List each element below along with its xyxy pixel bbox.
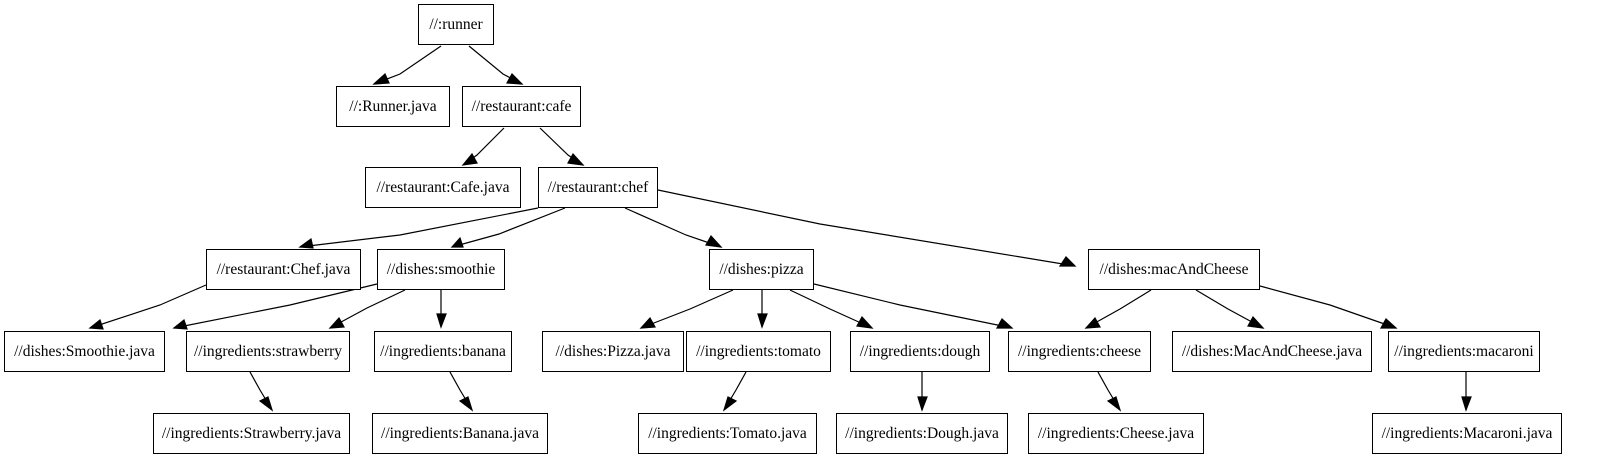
graph-node-smoothie_java[interactable]: //dishes:Smoothie.java — [4, 331, 165, 372]
graph-node-label: //dishes:macAndCheese — [1099, 260, 1249, 278]
graph-node-label: //ingredients:Strawberry.java — [161, 424, 342, 442]
graph-node-label: //restaurant:Chef.java — [216, 260, 351, 278]
graph-node-dishes_pizza[interactable]: //dishes:pizza — [709, 249, 814, 290]
graph-node-ing_dough[interactable]: //ingredients:dough — [850, 331, 990, 372]
graph-node-label: //dishes:Pizza.java — [555, 342, 671, 360]
graph-node-pizza_java[interactable]: //dishes:Pizza.java — [542, 331, 684, 372]
graph-node-label: //ingredients:strawberry — [193, 342, 343, 360]
graph-node-runner[interactable]: //:runner — [418, 4, 494, 45]
graph-node-macaroni_java[interactable]: //ingredients:Macaroni.java — [1372, 413, 1562, 454]
graph-node-label: //ingredients:Dough.java — [845, 424, 999, 442]
graph-node-runner_java[interactable]: //:Runner.java — [336, 86, 450, 127]
graph-node-label: //ingredients:Banana.java — [381, 424, 539, 442]
graph-node-dishes_smoothie[interactable]: //dishes:smoothie — [377, 249, 505, 290]
graph-node-ing_tomato[interactable]: //ingredients:tomato — [686, 331, 831, 372]
graph-node-dishes_mac[interactable]: //dishes:macAndCheese — [1088, 249, 1260, 290]
graph-node-label: //restaurant:chef — [547, 178, 649, 196]
graph-node-label: //restaurant:cafe — [471, 97, 572, 115]
graph-node-label: //ingredients:banana — [380, 342, 506, 360]
graph-node-cheese_java[interactable]: //ingredients:Cheese.java — [1028, 413, 1204, 454]
graph-node-chef_java[interactable]: //restaurant:Chef.java — [206, 249, 361, 290]
graph-node-label: //ingredients:Tomato.java — [648, 424, 807, 442]
graph-node-label: //ingredients:cheese — [1017, 342, 1142, 360]
graph-node-ing_macaroni[interactable]: //ingredients:macaroni — [1388, 331, 1540, 372]
graph-node-ing_banana[interactable]: //ingredients:banana — [374, 331, 512, 372]
graph-node-label: //:runner — [429, 15, 483, 33]
graph-node-restaurant_chef[interactable]: //restaurant:chef — [538, 167, 658, 208]
graph-node-label: //:Runner.java — [349, 97, 437, 115]
graph-node-dough_java[interactable]: //ingredients:Dough.java — [836, 413, 1008, 454]
graph-node-strawberry_java[interactable]: //ingredients:Strawberry.java — [153, 413, 350, 454]
graph-node-label: //ingredients:Macaroni.java — [1381, 424, 1553, 442]
graph-node-banana_java[interactable]: //ingredients:Banana.java — [372, 413, 548, 454]
graph-node-label: //ingredients:Cheese.java — [1037, 424, 1195, 442]
graph-node-label: //restaurant:Cafe.java — [376, 178, 510, 196]
graph-node-label: //dishes:MacAndCheese.java — [1181, 342, 1363, 360]
graph-node-ing_cheese[interactable]: //ingredients:cheese — [1008, 331, 1151, 372]
graph-node-restaurant_cafe[interactable]: //restaurant:cafe — [462, 86, 581, 127]
graph-node-label: //ingredients:tomato — [696, 342, 821, 360]
graph-node-cafe_java[interactable]: //restaurant:Cafe.java — [365, 167, 521, 208]
graph-node-label: //dishes:pizza — [719, 260, 804, 278]
graph-node-mac_java[interactable]: //dishes:MacAndCheese.java — [1172, 331, 1372, 372]
graph-node-label: //ingredients:macaroni — [1394, 342, 1534, 360]
graph-node-label: //dishes:smoothie — [386, 260, 496, 278]
graph-node-label: //ingredients:dough — [859, 342, 981, 360]
graph-node-label: //dishes:Smoothie.java — [14, 342, 155, 360]
graph-node-ing_strawberry[interactable]: //ingredients:strawberry — [186, 331, 350, 372]
graph-node-tomato_java[interactable]: //ingredients:Tomato.java — [638, 413, 817, 454]
